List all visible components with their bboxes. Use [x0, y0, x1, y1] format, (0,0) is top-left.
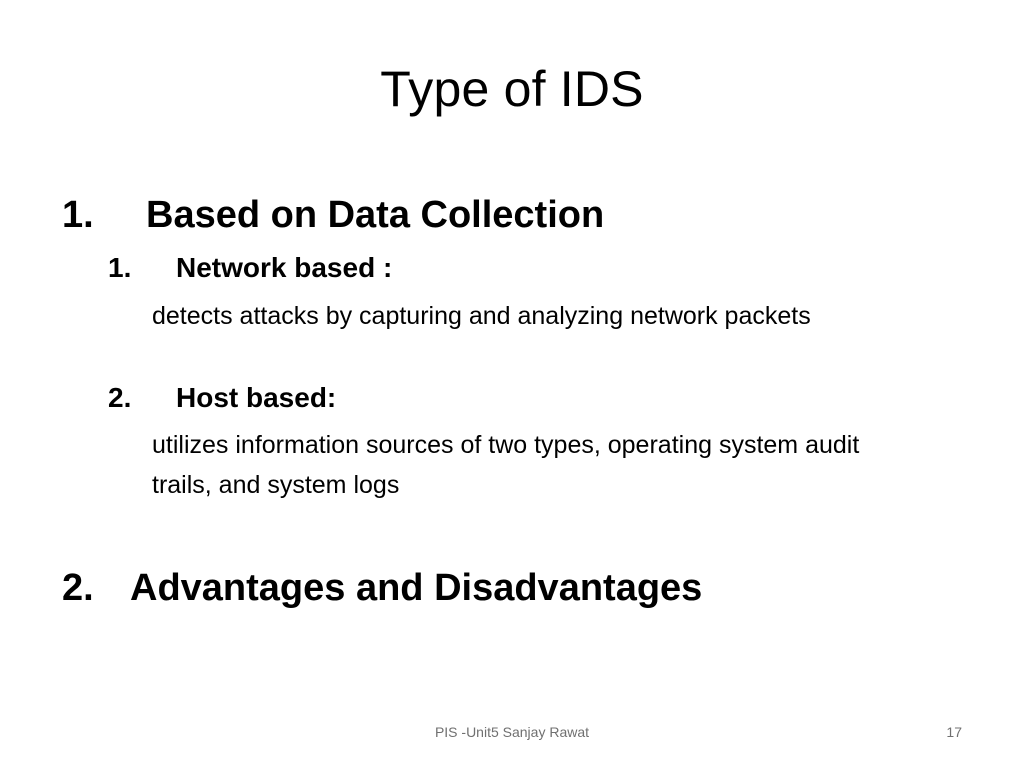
sublist-item-network-based: 1. Network based : — [108, 252, 392, 284]
sublist-item-label: Network based : — [176, 252, 393, 283]
list-item-number: 1. — [62, 194, 94, 236]
sublist-item-host-based: 2. Host based: — [108, 382, 336, 414]
list-item-label: Advantages and Disadvantages — [130, 567, 703, 609]
sublist-item-number: 1. — [108, 252, 132, 283]
list-item-data-collection: 1. Based on Data Collection — [62, 194, 605, 237]
network-based-description: detects attacks by capturing and analyzi… — [152, 302, 811, 330]
host-based-description: utilizes information sources of two type… — [152, 431, 860, 499]
sublist-item-label: Host based: — [176, 382, 337, 413]
list-item-label: Based on Data Collection — [146, 194, 605, 236]
page-number: 17 — [946, 724, 962, 740]
slide-footer: PIS -Unit5 Sanjay Rawat — [434, 724, 590, 740]
list-item-advantages: 2. Advantages and Disadvantages — [62, 567, 703, 610]
slide-title: Type of IDS — [380, 61, 644, 117]
sublist-item-number: 2. — [108, 382, 132, 413]
list-item-number: 2. — [62, 567, 94, 609]
